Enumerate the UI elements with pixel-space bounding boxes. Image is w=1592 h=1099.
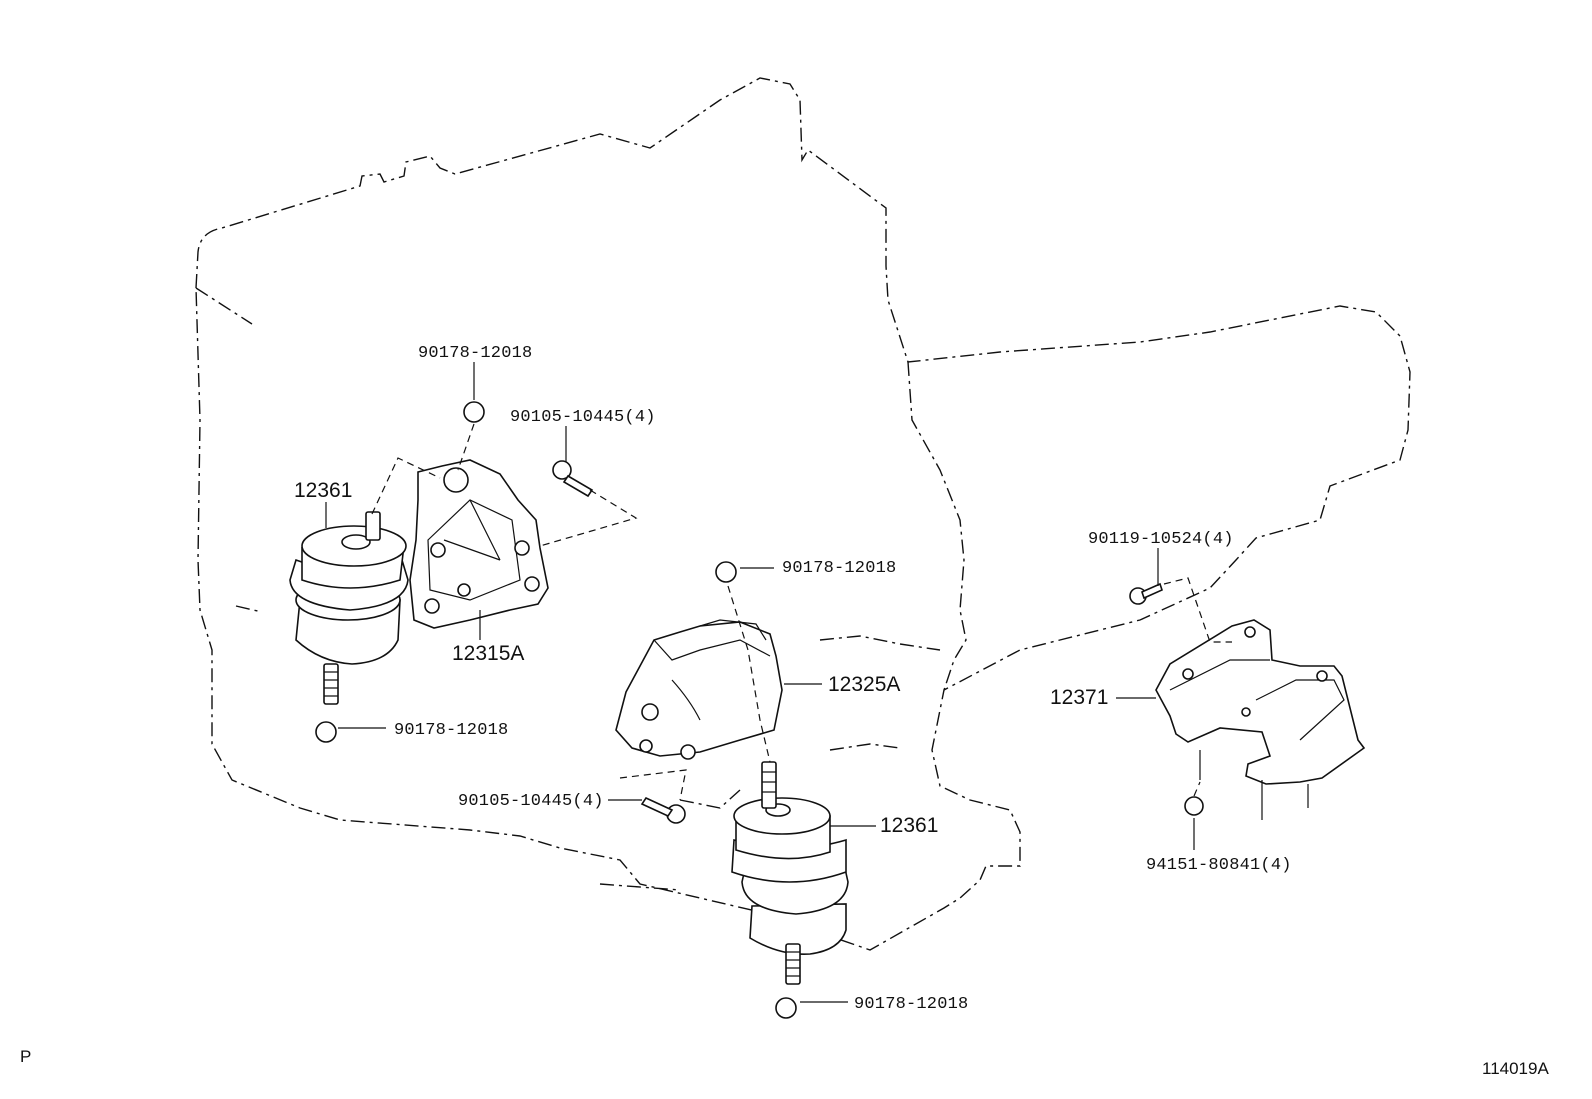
callout-trans-mount: 12371 bbox=[1050, 686, 1108, 709]
engine-mount-center bbox=[731, 761, 849, 985]
nut-top-left-icon bbox=[463, 401, 485, 423]
hardware bbox=[315, 401, 1204, 1019]
callout-bracket-right: 12325A bbox=[828, 673, 900, 696]
bracket-12325a bbox=[615, 619, 783, 760]
callout-bolt-center: 90105-10445(4) bbox=[458, 792, 604, 811]
callout-bracket-left: 12315A bbox=[452, 642, 524, 665]
callout-mount-center: 12361 bbox=[880, 814, 938, 837]
bolt-center-icon bbox=[640, 796, 686, 824]
bracket-12315a bbox=[409, 459, 549, 629]
callout-nut-trans: 94151-80841(4) bbox=[1146, 856, 1292, 875]
callout-nut-center-top: 90178-12018 bbox=[782, 559, 896, 578]
callout-labels: 90178-12018 90105-10445(4) 12361 12315A … bbox=[294, 344, 1292, 1014]
nut-center-bottom-icon bbox=[775, 997, 797, 1019]
corner-left-mark: P bbox=[20, 1047, 31, 1066]
leader-lines bbox=[325, 362, 1195, 1003]
figure-code: 114019A bbox=[1482, 1059, 1549, 1078]
transmission-mount-12371 bbox=[1155, 619, 1366, 820]
callout-nut-top-left: 90178-12018 bbox=[418, 344, 532, 363]
nut-left-bottom-icon bbox=[315, 721, 337, 743]
callout-nut-center-bottom: 90178-12018 bbox=[854, 995, 968, 1014]
engine-mount-left bbox=[289, 511, 409, 705]
callout-bolt-trans: 90119-10524(4) bbox=[1088, 530, 1234, 549]
nut-center-top-icon bbox=[715, 561, 737, 583]
callout-bolt-top-left: 90105-10445(4) bbox=[510, 408, 656, 427]
callout-nut-left-bottom: 90178-12018 bbox=[394, 721, 508, 740]
bolt-trans-icon bbox=[1129, 582, 1163, 605]
bolt-top-left-icon bbox=[552, 460, 594, 498]
guide-lines bbox=[371, 423, 1232, 801]
nut-trans-icon bbox=[1184, 796, 1204, 816]
engine-outline bbox=[195, 77, 1411, 951]
callout-mount-left: 12361 bbox=[294, 479, 352, 502]
